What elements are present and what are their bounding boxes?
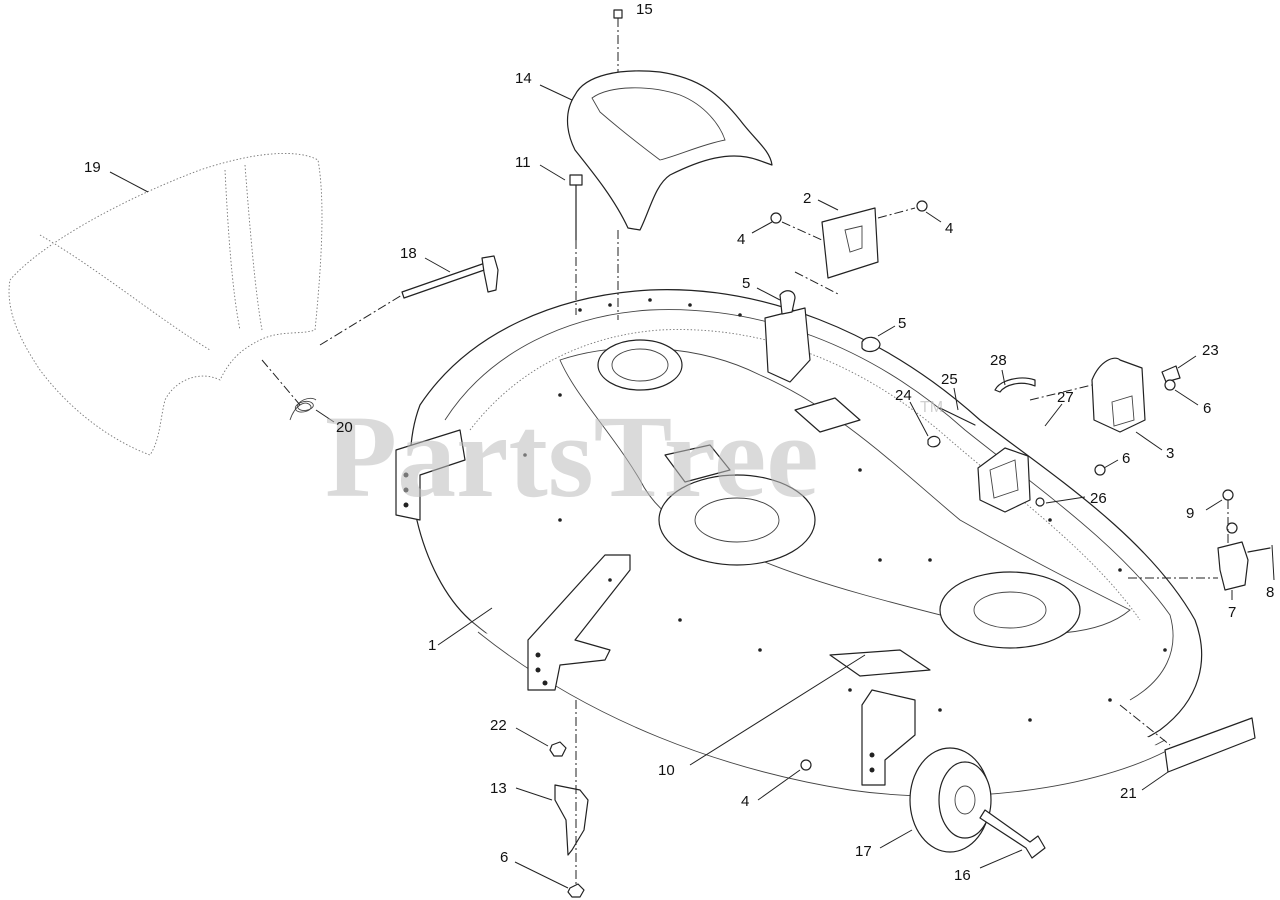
callout-14: 14 [515,70,532,87]
watermark-brand-text: PartsTree [325,391,819,522]
callout-13: 13 [490,780,507,797]
belt-cover-part [566,70,773,231]
torsion-spring-part [261,359,317,421]
bracket-13 [554,700,589,885]
decal-part [1119,704,1256,773]
bolt-11 [569,174,619,320]
callout-23: 23 [1202,342,1219,359]
bolt-15 [613,9,623,72]
lift-linkage-part [927,377,1106,513]
height-bracket-part [1029,357,1181,433]
callout-2: 2 [803,190,811,207]
callout-4: 4 [737,231,745,248]
callout-1: 1 [428,637,436,654]
callout-11: 11 [515,154,531,171]
nut-6-bottom [567,883,585,898]
idler-bracket-part [770,200,928,296]
anti-scalp-bracket-part [1128,489,1271,591]
callout-24: 24 [895,387,912,404]
callout-3: 3 [1166,445,1174,462]
callout-5: 5 [742,275,750,292]
mower-deck-part [395,289,1203,797]
callout-16: 16 [954,867,971,884]
callout-8: 8 [1266,584,1274,601]
callout-25: 25 [941,371,958,388]
callout-26: 26 [1090,490,1107,507]
parts-tree-watermark: PartsTree TM [325,391,943,522]
callout-22: 22 [490,717,507,734]
nut-22 [549,741,567,757]
callout-6: 6 [500,849,508,866]
pivot-rod-part [319,255,499,346]
leader-lines [109,84,1275,889]
callout-21: 21 [1120,785,1137,802]
callout-18: 18 [400,245,417,262]
callout-labels: 1 2 3 4 4 4 5 5 6 6 6 7 8 9 10 11 13 14 … [84,1,1274,884]
callout-19: 19 [84,159,101,176]
callout-28: 28 [990,352,1007,369]
callout-10: 10 [658,762,675,779]
callout-5: 5 [898,315,906,332]
mount-bracket-part [764,290,881,383]
callout-9: 9 [1186,505,1194,522]
callout-17: 17 [855,843,872,860]
callout-27: 27 [1057,389,1074,406]
watermark-trademark-text: TM [920,399,943,416]
callout-4: 4 [741,793,749,810]
discharge-chute-part [8,152,323,456]
callout-6: 6 [1203,400,1211,417]
callout-20: 20 [336,419,353,436]
callout-7: 7 [1228,604,1236,621]
callout-4: 4 [945,220,953,237]
anti-scalp-wheel-part [800,747,1046,859]
callout-15: 15 [636,1,653,18]
callout-6: 6 [1122,450,1130,467]
